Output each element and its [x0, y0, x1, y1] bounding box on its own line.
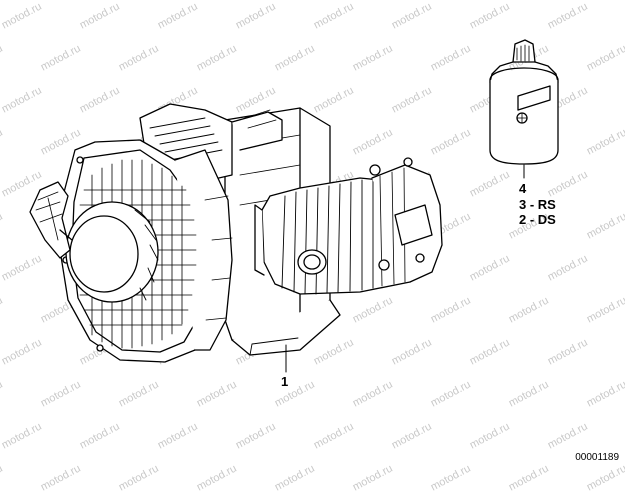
- exploded-drawing: [29, 39, 559, 373]
- callout-qty-rs: 3 - RS: [519, 197, 556, 212]
- callout-engine: 1: [281, 374, 289, 389]
- engine-assembly: [29, 103, 443, 363]
- oil-bottle: [489, 39, 559, 165]
- document-number: 00001189: [575, 452, 619, 463]
- callout-oil-bottle: 4: [519, 181, 527, 196]
- callout-qty-ds: 2 - DS: [519, 212, 556, 227]
